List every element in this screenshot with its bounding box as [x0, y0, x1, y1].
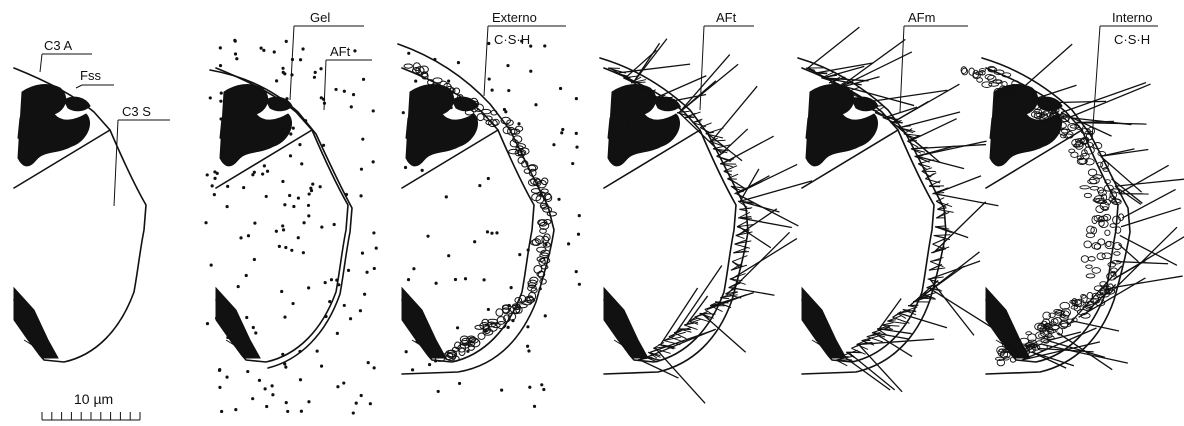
panel-3: [398, 26, 580, 407]
label-gel: Gel: [310, 10, 330, 25]
label-c3s: C3 S: [122, 104, 151, 119]
panel-2: [205, 26, 377, 414]
label-externo: Externo: [492, 10, 537, 25]
panel-4: [600, 26, 812, 403]
label-aft-2: AFt: [716, 10, 737, 25]
label-csh-2: C·S·H: [1114, 32, 1150, 47]
scale-bar-label: 10 µm: [74, 391, 113, 407]
scale-bar: [42, 412, 140, 420]
label-c3a: C3 A: [44, 38, 73, 53]
panel-1: [14, 54, 170, 362]
label-afm: AFm: [908, 10, 935, 25]
label-fss: Fss: [80, 68, 101, 83]
label-aft-1: AFt: [330, 44, 351, 59]
panel-6: [961, 26, 1184, 374]
label-csh-1: C·S·H: [494, 32, 530, 47]
label-interno: Interno: [1112, 10, 1152, 25]
panel-5: [798, 26, 998, 392]
